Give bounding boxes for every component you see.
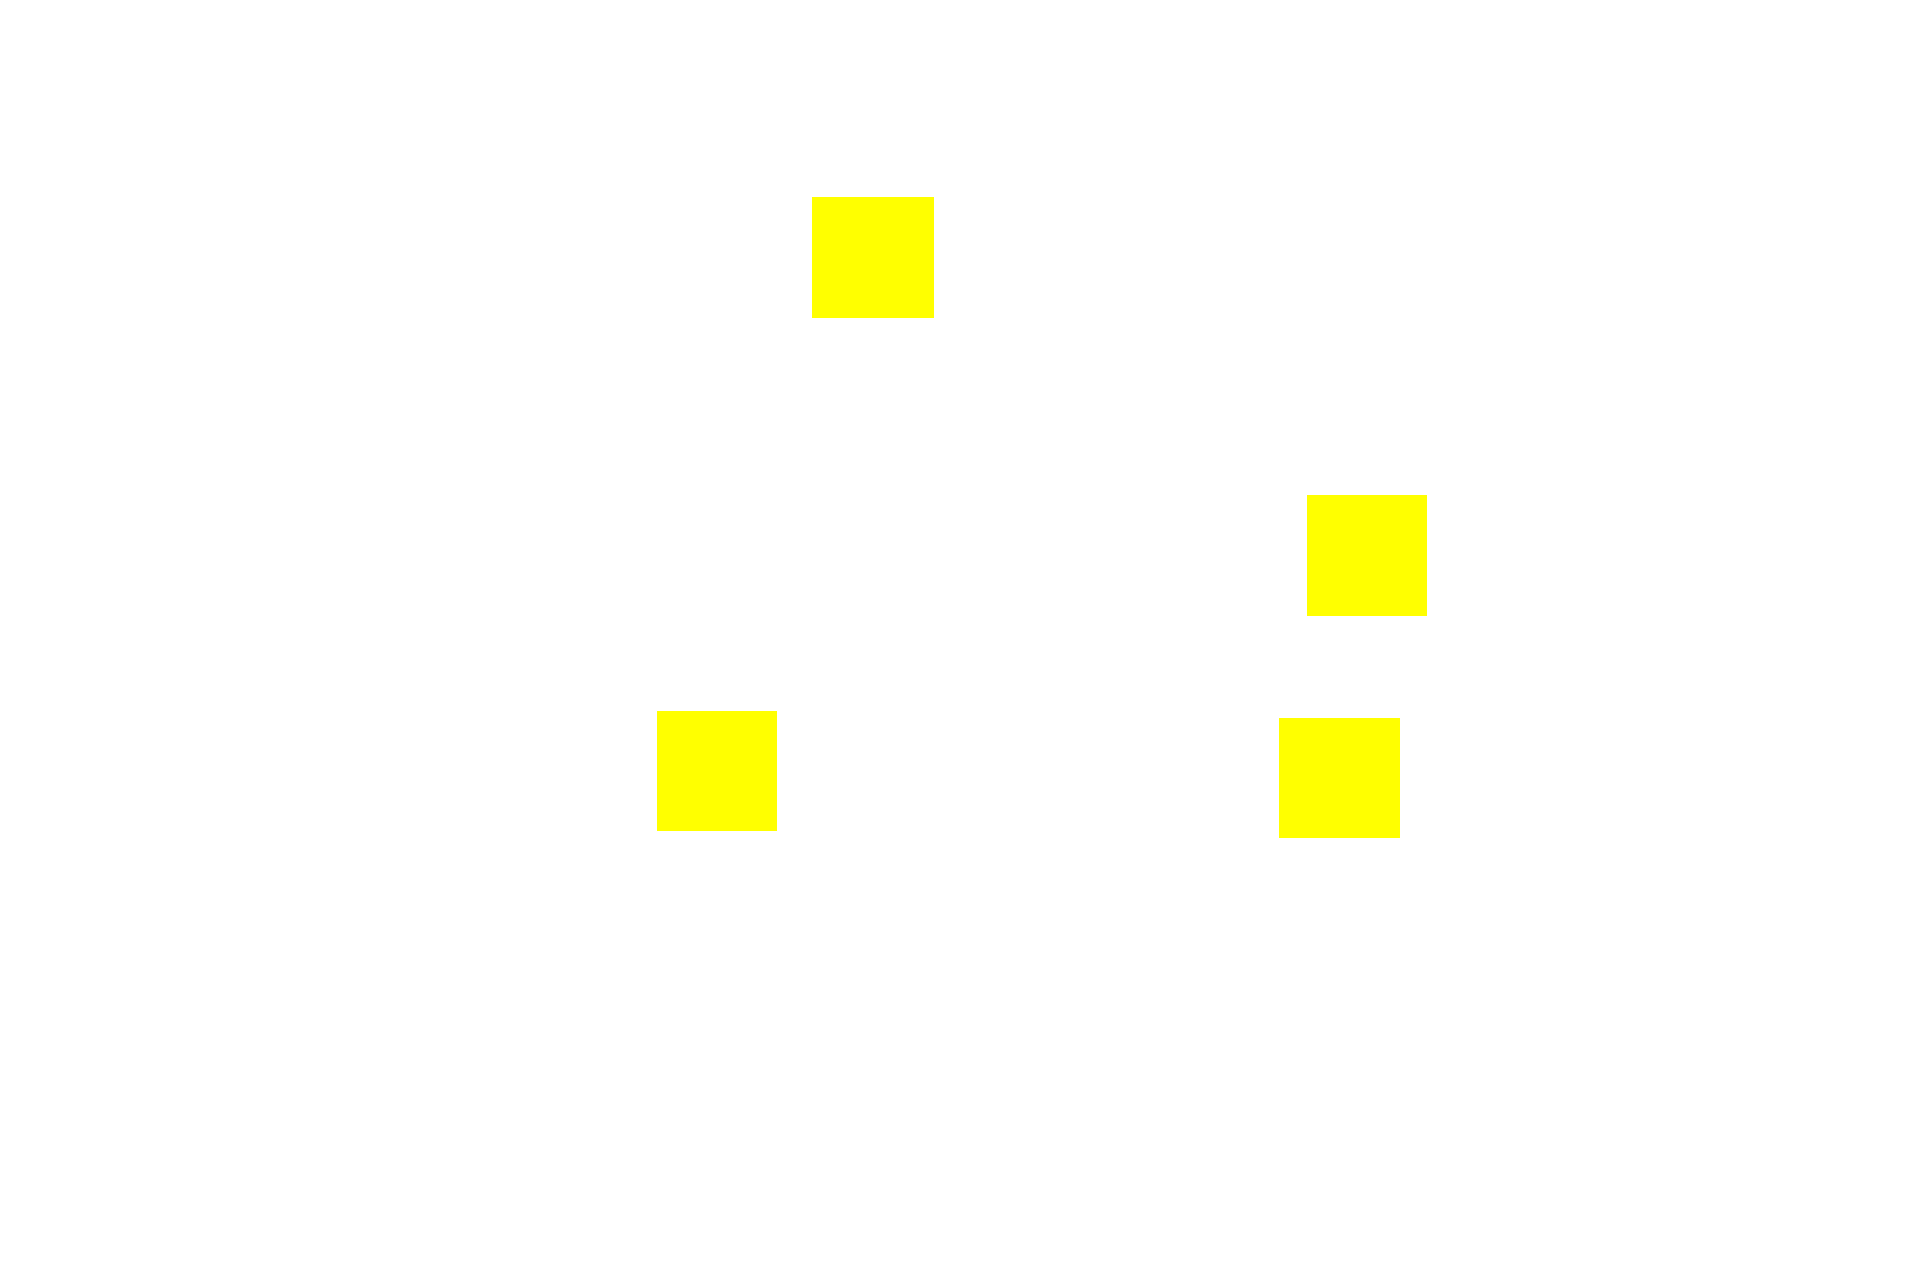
highlight-box-top-center[interactable] — [812, 197, 934, 318]
highlight-box-bottom-left[interactable] — [657, 711, 777, 831]
highlight-box-middle-right[interactable] — [1307, 495, 1427, 616]
highlight-box-bottom-right[interactable] — [1279, 718, 1400, 838]
